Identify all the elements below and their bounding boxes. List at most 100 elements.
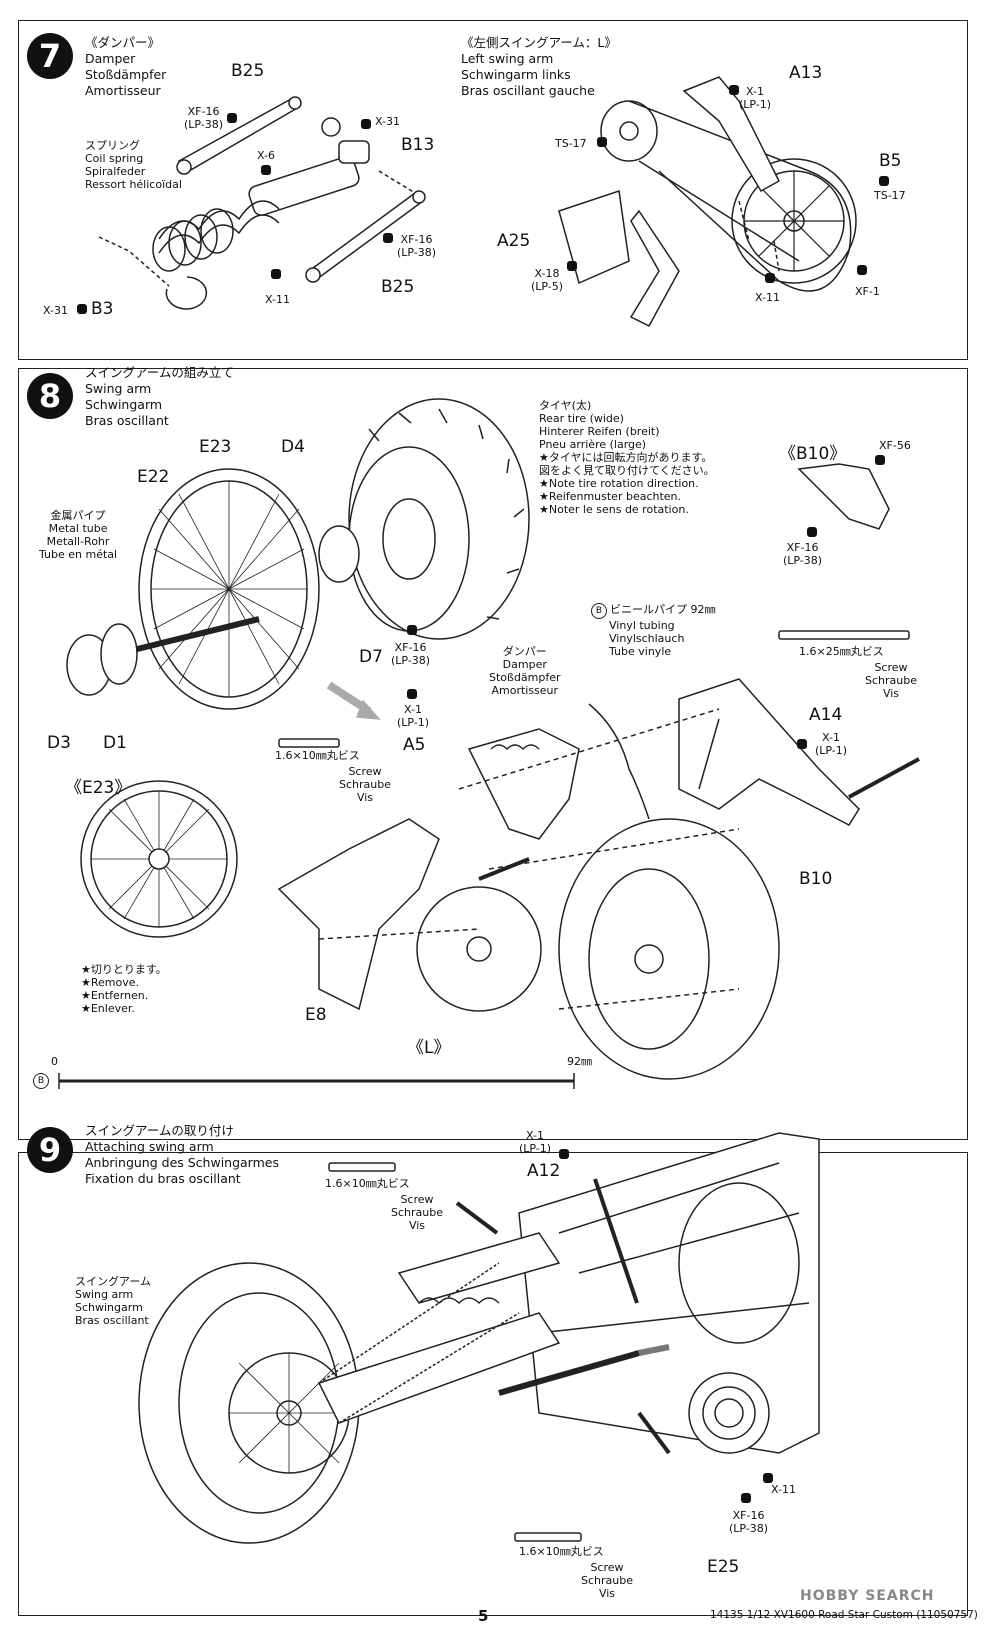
title-fr: Fixation du bras oscillant xyxy=(85,1171,241,1186)
metal-tube-label: 金属パイプ Metal tube Metall-Rohr Tube en mét… xyxy=(39,509,117,561)
e23-detail-title: 《E23》 xyxy=(65,778,132,798)
paint-code: X-1 xyxy=(526,1129,545,1142)
paint-xf16: XF-16 (LP-38) xyxy=(729,1509,768,1535)
l-detail-label: 《L》 xyxy=(407,1038,451,1058)
damper-jp: ダンパー xyxy=(502,645,547,658)
scale-marker: B xyxy=(33,1073,49,1089)
paint-xf56: XF-56 xyxy=(879,439,911,452)
paint-code: XF-16 xyxy=(732,1509,765,1522)
title-de: Stoßdämpfer xyxy=(85,67,167,82)
step-number-8: 8 xyxy=(27,373,73,419)
paint-code-lp: (LP-38) xyxy=(397,246,437,259)
part-xf1: XF-1 xyxy=(855,285,880,298)
paint-dot-icon xyxy=(407,689,417,699)
part-d1: D1 xyxy=(103,733,127,753)
paint-dot-icon xyxy=(879,176,889,186)
part-d3: D3 xyxy=(47,733,71,753)
damper-diagram xyxy=(98,76,857,327)
title-jp: スイングアームの組み立て xyxy=(85,365,234,380)
step-7-right-title: 《左側スイングアーム：L》 Left swing arm Schwingarm … xyxy=(461,35,617,99)
part-d4: D4 xyxy=(281,437,305,457)
metal-tube-fr: Tube en métal xyxy=(39,548,118,561)
paint-xf16-top: XF-16 (LP-38) xyxy=(184,105,223,131)
paint-dot-icon xyxy=(407,625,417,635)
screw-10-bottom-translations: Screw Schraube Vis xyxy=(581,1561,633,1600)
remove-note: ★切りとります。 ★Remove. ★Entfernen. ★Enlever. xyxy=(81,963,167,1015)
paint-code-lp: (LP-38) xyxy=(184,118,224,131)
part-d7: D7 xyxy=(359,647,383,667)
spring-label: スプリング Coil spring Spiralfeder Ressort hé… xyxy=(85,139,182,191)
swing-arm-de: Schwingarm xyxy=(75,1301,143,1314)
title-fr: Amortisseur xyxy=(85,83,161,98)
step-number-7: 7 xyxy=(27,33,73,79)
paint-dot-icon xyxy=(597,137,607,147)
vinyl-marker: B xyxy=(591,603,607,619)
paint-code-lp: (LP-1) xyxy=(815,744,848,757)
part-b25-bottom: B25 xyxy=(381,277,415,297)
paint-dot-icon xyxy=(559,1149,569,1159)
spring-de: Spiralfeder xyxy=(85,165,146,178)
part-x11: X-11 xyxy=(771,1483,796,1496)
screw-en: Screw xyxy=(348,765,382,778)
part-ts17-left: TS-17 xyxy=(555,137,587,150)
part-b3: B3 xyxy=(91,299,114,319)
part-b25-top: B25 xyxy=(231,61,265,81)
metal-tube-jp: 金属パイプ xyxy=(50,509,106,522)
paint-dot-icon xyxy=(227,113,237,123)
paint-code: XF-16 xyxy=(394,641,427,654)
paint-xf16-right: XF-16 (LP-38) xyxy=(397,233,436,259)
paint-dot-icon xyxy=(261,165,271,175)
attach-swing-arm-diagram xyxy=(138,1132,820,1544)
spring-en: Coil spring xyxy=(85,152,144,165)
part-x11: X-11 xyxy=(265,293,290,306)
screw-25-translations: Screw Schraube Vis xyxy=(865,661,917,700)
part-a25: A25 xyxy=(497,231,531,251)
paint-dot-icon xyxy=(763,1473,773,1483)
part-x11-right: X-11 xyxy=(755,291,780,304)
screw-de: Schraube xyxy=(391,1206,443,1219)
part-e23: E23 xyxy=(199,437,232,457)
scale-start: 0 xyxy=(51,1055,58,1068)
step-7-panel: 7 《ダンパー》 Damper Stoßdämpfer Amortisseur … xyxy=(18,20,968,360)
paint-dot-icon xyxy=(807,527,817,537)
screw-fr: Vis xyxy=(408,1219,426,1232)
screw-fr: Vis xyxy=(882,687,900,700)
damper-fr: Amortisseur xyxy=(491,684,559,697)
screw-en: Screw xyxy=(400,1193,434,1206)
paint-code: XF-16 xyxy=(187,105,220,118)
paint-code: X-1 xyxy=(746,85,765,98)
screw-10-label: 1.6×10㎜丸ビス xyxy=(275,749,360,762)
screw-de: Schraube xyxy=(339,778,391,791)
paint-dot-icon xyxy=(361,119,371,129)
screw-de: Schraube xyxy=(581,1574,633,1587)
remove-fr: ★Enlever. xyxy=(81,1002,135,1015)
paint-x1: X-1 (LP-1) xyxy=(739,85,771,111)
spring-jp: スプリング xyxy=(85,139,140,152)
screw-de: Schraube xyxy=(865,674,917,687)
vinyl-jp: ビニールパイプ 92㎜ xyxy=(610,603,716,616)
part-b10: B10 xyxy=(799,869,833,889)
right-title-fr: Bras oscillant gauche xyxy=(461,83,595,98)
part-a5: A5 xyxy=(403,735,426,755)
paint-x18: X-18 (LP-5) xyxy=(531,267,563,293)
paint-code-lp: (LP-1) xyxy=(519,1142,552,1155)
part-a12: A12 xyxy=(527,1161,561,1181)
paint-code-lp: (LP-38) xyxy=(729,1522,769,1535)
part-a13: A13 xyxy=(789,63,823,83)
watermark: HOBBY SEARCH xyxy=(800,1588,935,1604)
part-a14: A14 xyxy=(809,705,843,725)
paint-code-lp: (LP-38) xyxy=(783,554,823,567)
paint-xf16: XF-16 (LP-38) xyxy=(391,641,430,667)
damper-en: Damper xyxy=(502,658,547,671)
tire-note-en: ★Note tire rotation direction. xyxy=(539,477,699,490)
paint-dot-icon xyxy=(797,739,807,749)
kit-info: 14135 1/12 XV1600 Road Star Custom (1105… xyxy=(710,1609,978,1621)
screw-10-bottom-label: 1.6×10㎜丸ビス xyxy=(519,1545,604,1558)
title-de: Schwingarm xyxy=(85,397,163,412)
paint-code: XF-16 xyxy=(400,233,433,246)
paint-code: XF-16 xyxy=(786,541,819,554)
rear-tire-label: タイヤ(太) Rear tire (wide) Hinterer Reifen … xyxy=(539,399,715,516)
title-en: Damper xyxy=(85,51,136,66)
tire-note-jp2: 図をよく見て取り付けてください。 xyxy=(539,464,715,477)
paint-x1-right: X-1 (LP-1) xyxy=(815,731,847,757)
